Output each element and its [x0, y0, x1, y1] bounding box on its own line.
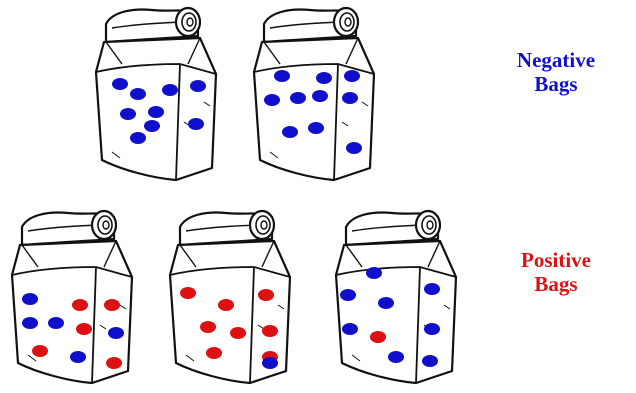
positive-instance-dot [106, 357, 122, 369]
negative-label-line2: Bags [486, 72, 626, 96]
positive-instance-dot [32, 345, 48, 357]
negative-instance-dot [112, 78, 128, 90]
negative-instance-dot [340, 289, 356, 301]
positive-instance-dot [258, 289, 274, 301]
negative-instance-dot [262, 357, 278, 369]
positive-label-line1: Positive [486, 248, 626, 272]
negative-instance-dot [48, 317, 64, 329]
negative-instance-dot [346, 142, 362, 154]
negative-instance-dot [120, 108, 136, 120]
negative-instance-dot [424, 283, 440, 295]
negative-instance-dot [388, 351, 404, 363]
positive-instance-dot [218, 299, 234, 311]
negative-bag-2 [254, 8, 374, 180]
negative-instance-dot [264, 94, 280, 106]
positive-label-line2: Bags [486, 272, 626, 296]
negative-instance-dot [130, 88, 146, 100]
positive-instance-dot [200, 321, 216, 333]
negative-bags-label: Negative Bags [486, 48, 626, 96]
negative-instance-dot [316, 72, 332, 84]
positive-instance-dot [370, 331, 386, 343]
negative-instance-dot [144, 120, 160, 132]
negative-instance-dot [162, 84, 178, 96]
positive-instance-dot [104, 299, 120, 311]
negative-bag-1 [96, 8, 216, 180]
positive-bag-3 [336, 211, 456, 383]
positive-instance-dot [262, 325, 278, 337]
negative-instance-dot [366, 267, 382, 279]
negative-instance-dot [282, 126, 298, 138]
negative-label-line1: Negative [486, 48, 626, 72]
negative-instance-dot [378, 297, 394, 309]
negative-instance-dot [70, 351, 86, 363]
negative-instance-dot [424, 323, 440, 335]
negative-instance-dot [148, 106, 164, 118]
negative-instance-dot [342, 92, 358, 104]
positive-instance-dot [206, 347, 222, 359]
negative-instance-dot [22, 293, 38, 305]
positive-bag-1 [12, 211, 132, 383]
negative-instance-dot [342, 323, 358, 335]
positive-instance-dot [72, 299, 88, 311]
negative-instance-dot [130, 132, 146, 144]
positive-instance-dot [230, 327, 246, 339]
positive-bags-label: Positive Bags [486, 248, 626, 296]
negative-instance-dot [422, 355, 438, 367]
negative-instance-dot [190, 80, 206, 92]
negative-instance-dot [108, 327, 124, 339]
negative-instance-dot [344, 70, 360, 82]
negative-instance-dot [274, 70, 290, 82]
negative-instance-dot [290, 92, 306, 104]
bag-body [254, 38, 374, 180]
negative-instance-dot [188, 118, 204, 130]
positive-bag-2 [170, 211, 290, 383]
negative-instance-dot [308, 122, 324, 134]
positive-instance-dot [180, 287, 196, 299]
negative-instance-dot [312, 90, 328, 102]
negative-instance-dot [22, 317, 38, 329]
positive-instance-dot [76, 323, 92, 335]
